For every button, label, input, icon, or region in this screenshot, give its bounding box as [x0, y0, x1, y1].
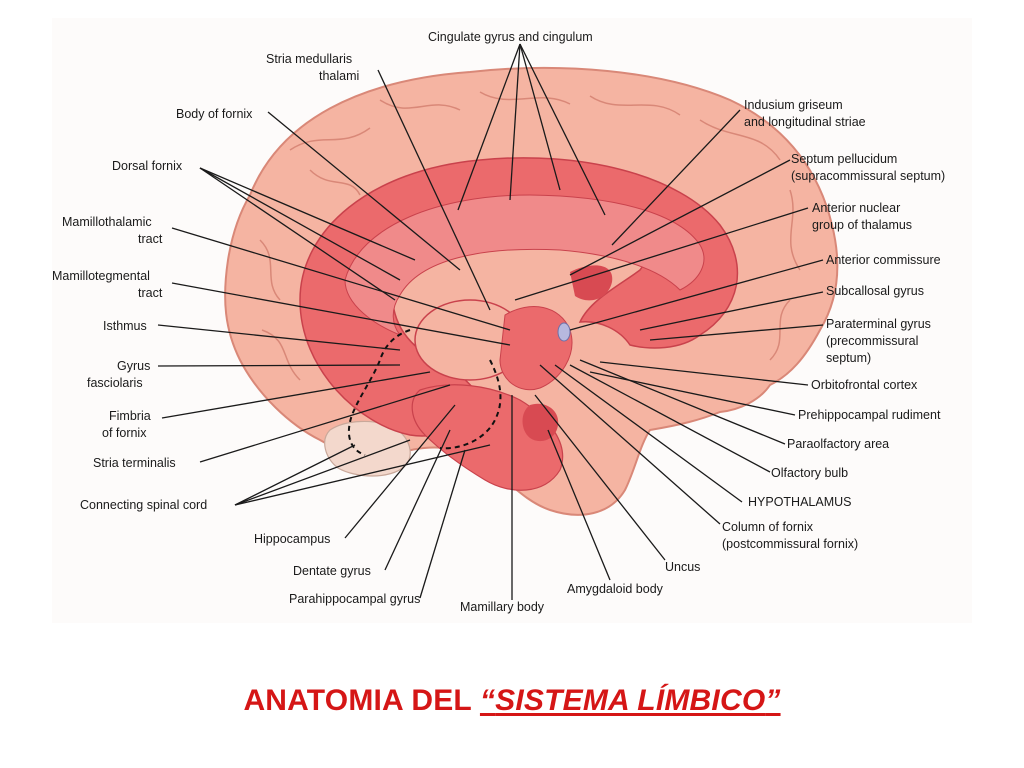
- label-fimbria-2: of fornix: [102, 426, 147, 440]
- label-mamillothalamic-1: Mamillothalamic: [62, 215, 152, 229]
- label-indusium-2: and longitudinal striae: [744, 115, 866, 129]
- title-part1: ANATOMIA DEL: [243, 684, 480, 717]
- hippocampal-dashed-outline: [439, 359, 502, 450]
- label-column-fornix-2: (postcommissural fornix): [722, 537, 858, 551]
- label-hypothalamus: HYPOTHALAMUS: [748, 495, 852, 509]
- label-mamillary-body: Mamillary body: [460, 600, 545, 614]
- gyral-folds: [259, 91, 801, 381]
- label-anterior-nuclear-1: Anterior nuclear: [812, 201, 900, 215]
- label-column-fornix-1: Column of fornix: [722, 520, 814, 534]
- title-emphasis: SISTEMA LÍMBICO: [495, 684, 766, 717]
- label-gyrus-fasciolaris-2: fasciolaris: [87, 376, 143, 390]
- label-dorsal-fornix: Dorsal fornix: [112, 159, 183, 173]
- label-orbitofrontal: Orbitofrontal cortex: [811, 378, 918, 392]
- label-body-fornix: Body of fornix: [176, 107, 253, 121]
- corpus-callosum: [344, 194, 705, 337]
- label-gyrus-fasciolaris-1: Gyrus: [117, 359, 150, 373]
- label-subcallosal: Subcallosal gyrus: [826, 284, 924, 298]
- label-mamillothalamic-2: tract: [138, 232, 163, 246]
- septum-pellucidum-region: [570, 265, 613, 301]
- label-prehippocampal: Prehippocampal rudiment: [798, 408, 941, 422]
- label-anterior-commissure: Anterior commissure: [826, 253, 941, 267]
- diagram-labels: Cingulate gyrus and cingulum Stria medul…: [52, 30, 945, 614]
- label-connecting-spinal: Connecting spinal cord: [80, 498, 207, 512]
- label-stria-medullaris-1: Stria medullaris: [266, 52, 352, 66]
- label-mamillotegmental-2: tract: [138, 286, 163, 300]
- label-uncus: Uncus: [665, 560, 700, 574]
- hypothalamic-region: [499, 306, 573, 391]
- title-quote-open: “: [479, 684, 496, 717]
- label-septum-pellucidum-1: Septum pellucidum: [791, 152, 897, 166]
- connecting-spinal-cord-outline: [347, 329, 411, 456]
- label-paraterminal-2: (precommissural: [826, 334, 918, 348]
- leader-lines: [157, 43, 824, 600]
- label-septum-pellucidum-2: (supracommissural septum): [791, 169, 945, 183]
- label-amygdaloid-body: Amygdaloid body: [567, 582, 664, 596]
- label-hippocampus: Hippocampus: [254, 532, 330, 546]
- label-paraterminal-3: septum): [826, 351, 871, 365]
- label-paraolfactory: Paraolfactory area: [787, 437, 889, 451]
- title-quote-close: ”: [765, 684, 781, 717]
- label-fimbria-1: Fimbria: [109, 409, 151, 423]
- slide-title: ANATOMIA DEL “SISTEMA LÍMBICO”: [0, 684, 1024, 718]
- label-anterior-nuclear-2: group of thalamus: [812, 218, 912, 232]
- limbic-system-diagram: Cingulate gyrus and cingulum Stria medul…: [52, 30, 946, 614]
- anterior-commissure-shape: [557, 322, 571, 342]
- label-isthmus: Isthmus: [103, 319, 147, 333]
- label-stria-terminalis: Stria terminalis: [93, 456, 176, 470]
- label-olfactory-bulb: Olfactory bulb: [771, 466, 848, 480]
- label-mamillotegmental-1: Mamillotegmental: [52, 269, 150, 283]
- label-stria-medullaris-2: thalami: [319, 69, 359, 83]
- label-cingulate: Cingulate gyrus and cingulum: [428, 30, 593, 44]
- label-paraterminal-1: Paraterminal gyrus: [826, 317, 931, 331]
- label-parahippocampal: Parahippocampal gyrus: [289, 592, 420, 606]
- label-dentate-gyrus: Dentate gyrus: [293, 564, 371, 578]
- label-indusium-1: Indusium griseum: [744, 98, 843, 112]
